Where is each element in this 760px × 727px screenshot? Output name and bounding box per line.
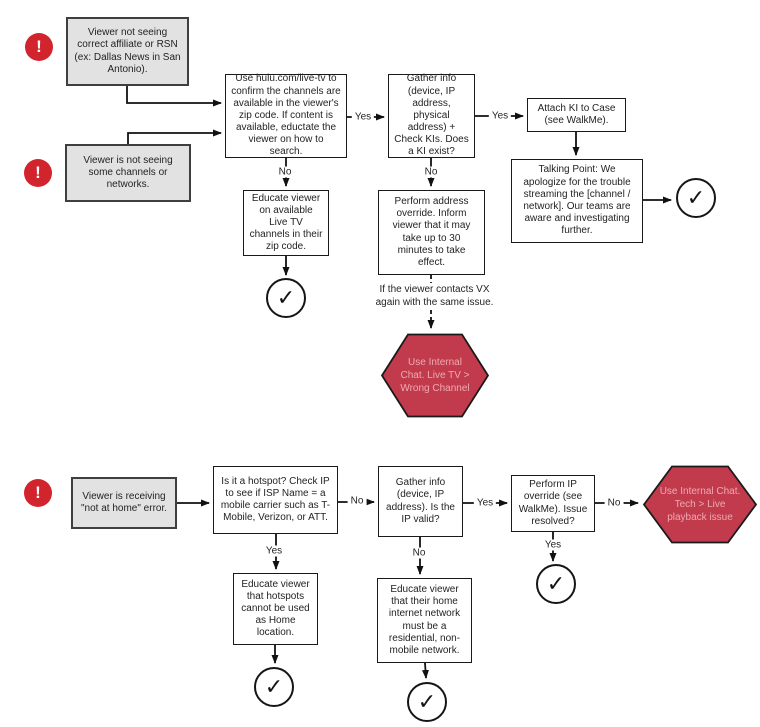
- yes-label: Yes: [488, 110, 512, 122]
- done-circle: ✓: [676, 178, 716, 218]
- gather-info-ip-box: Gather info (device, IP address). Is the…: [378, 466, 463, 537]
- no-label: No: [347, 495, 367, 507]
- hexagon-label: Use Internal Chat. Live TV > Wrong Chann…: [400, 357, 470, 394]
- escalation-hexagon-wrong-channel: Use Internal Chat. Live TV > Wrong Chann…: [380, 333, 490, 418]
- recontact-note: If the viewer contacts VX again with the…: [366, 283, 503, 309]
- check-icon: ✓: [546, 571, 566, 596]
- no-label: No: [604, 497, 624, 509]
- check-icon: ✓: [264, 674, 284, 699]
- hexagon-shape: [642, 465, 758, 544]
- done-circle: ✓: [536, 564, 576, 604]
- check-icon: ✓: [276, 285, 296, 310]
- gather-info-ki-box: Gather info (device, IP address, physica…: [388, 73, 475, 158]
- educate-network-box: Educate viewer that their home internet …: [377, 578, 472, 663]
- exclamation-icon: !: [36, 37, 42, 56]
- talking-point-box: Talking Point: We apologize for the trou…: [511, 159, 643, 243]
- yes-label: Yes: [473, 497, 497, 509]
- check-icon: ✓: [686, 185, 706, 210]
- yes-label: Yes: [262, 545, 286, 557]
- done-circle: ✓: [407, 682, 447, 722]
- no-label: No: [421, 166, 441, 178]
- exclamation-icon: !: [35, 483, 41, 502]
- educate-zip-channels-box: Educate viewer on available Live TV chan…: [243, 190, 329, 256]
- alert-icon: !: [25, 33, 53, 61]
- escalation-hexagon-playback-issue: Use Internal Chat. Tech > Live playback …: [642, 465, 758, 544]
- check-icon: ✓: [417, 689, 437, 714]
- alert-icon: !: [24, 479, 52, 507]
- hexagon-label: Use Internal Chat. Tech > Live playback …: [659, 486, 741, 523]
- done-circle: ✓: [254, 667, 294, 707]
- hexagon-shape: [380, 333, 490, 418]
- issue-missing-channels-box: Viewer is not seeing some channels or ne…: [65, 144, 191, 202]
- no-label: No: [409, 547, 429, 559]
- hotspot-check-box: Is it a hotspot? Check IP to see if ISP …: [213, 466, 338, 534]
- issue-not-at-home-box: Viewer is receiving "not at home" error.: [71, 477, 177, 529]
- address-override-box: Perform address override. Inform viewer …: [378, 190, 485, 275]
- done-circle: ✓: [266, 278, 306, 318]
- yes-label: Yes: [541, 539, 565, 551]
- issue-affiliate-rsn-box: Viewer not seeing correct affiliate or R…: [66, 17, 189, 86]
- no-label: No: [275, 166, 295, 178]
- confirm-channels-box: Use hulu.com/live-tv to confirm the chan…: [225, 73, 347, 158]
- alert-icon: !: [24, 159, 52, 187]
- attach-ki-box: Attach KI to Case (see WalkMe).: [527, 98, 626, 132]
- yes-label: Yes: [351, 111, 375, 123]
- educate-hotspot-box: Educate viewer that hotspots cannot be u…: [233, 573, 318, 645]
- exclamation-icon: !: [35, 163, 41, 182]
- ip-override-box: Perform IP override (see WalkMe). Issue …: [511, 475, 595, 532]
